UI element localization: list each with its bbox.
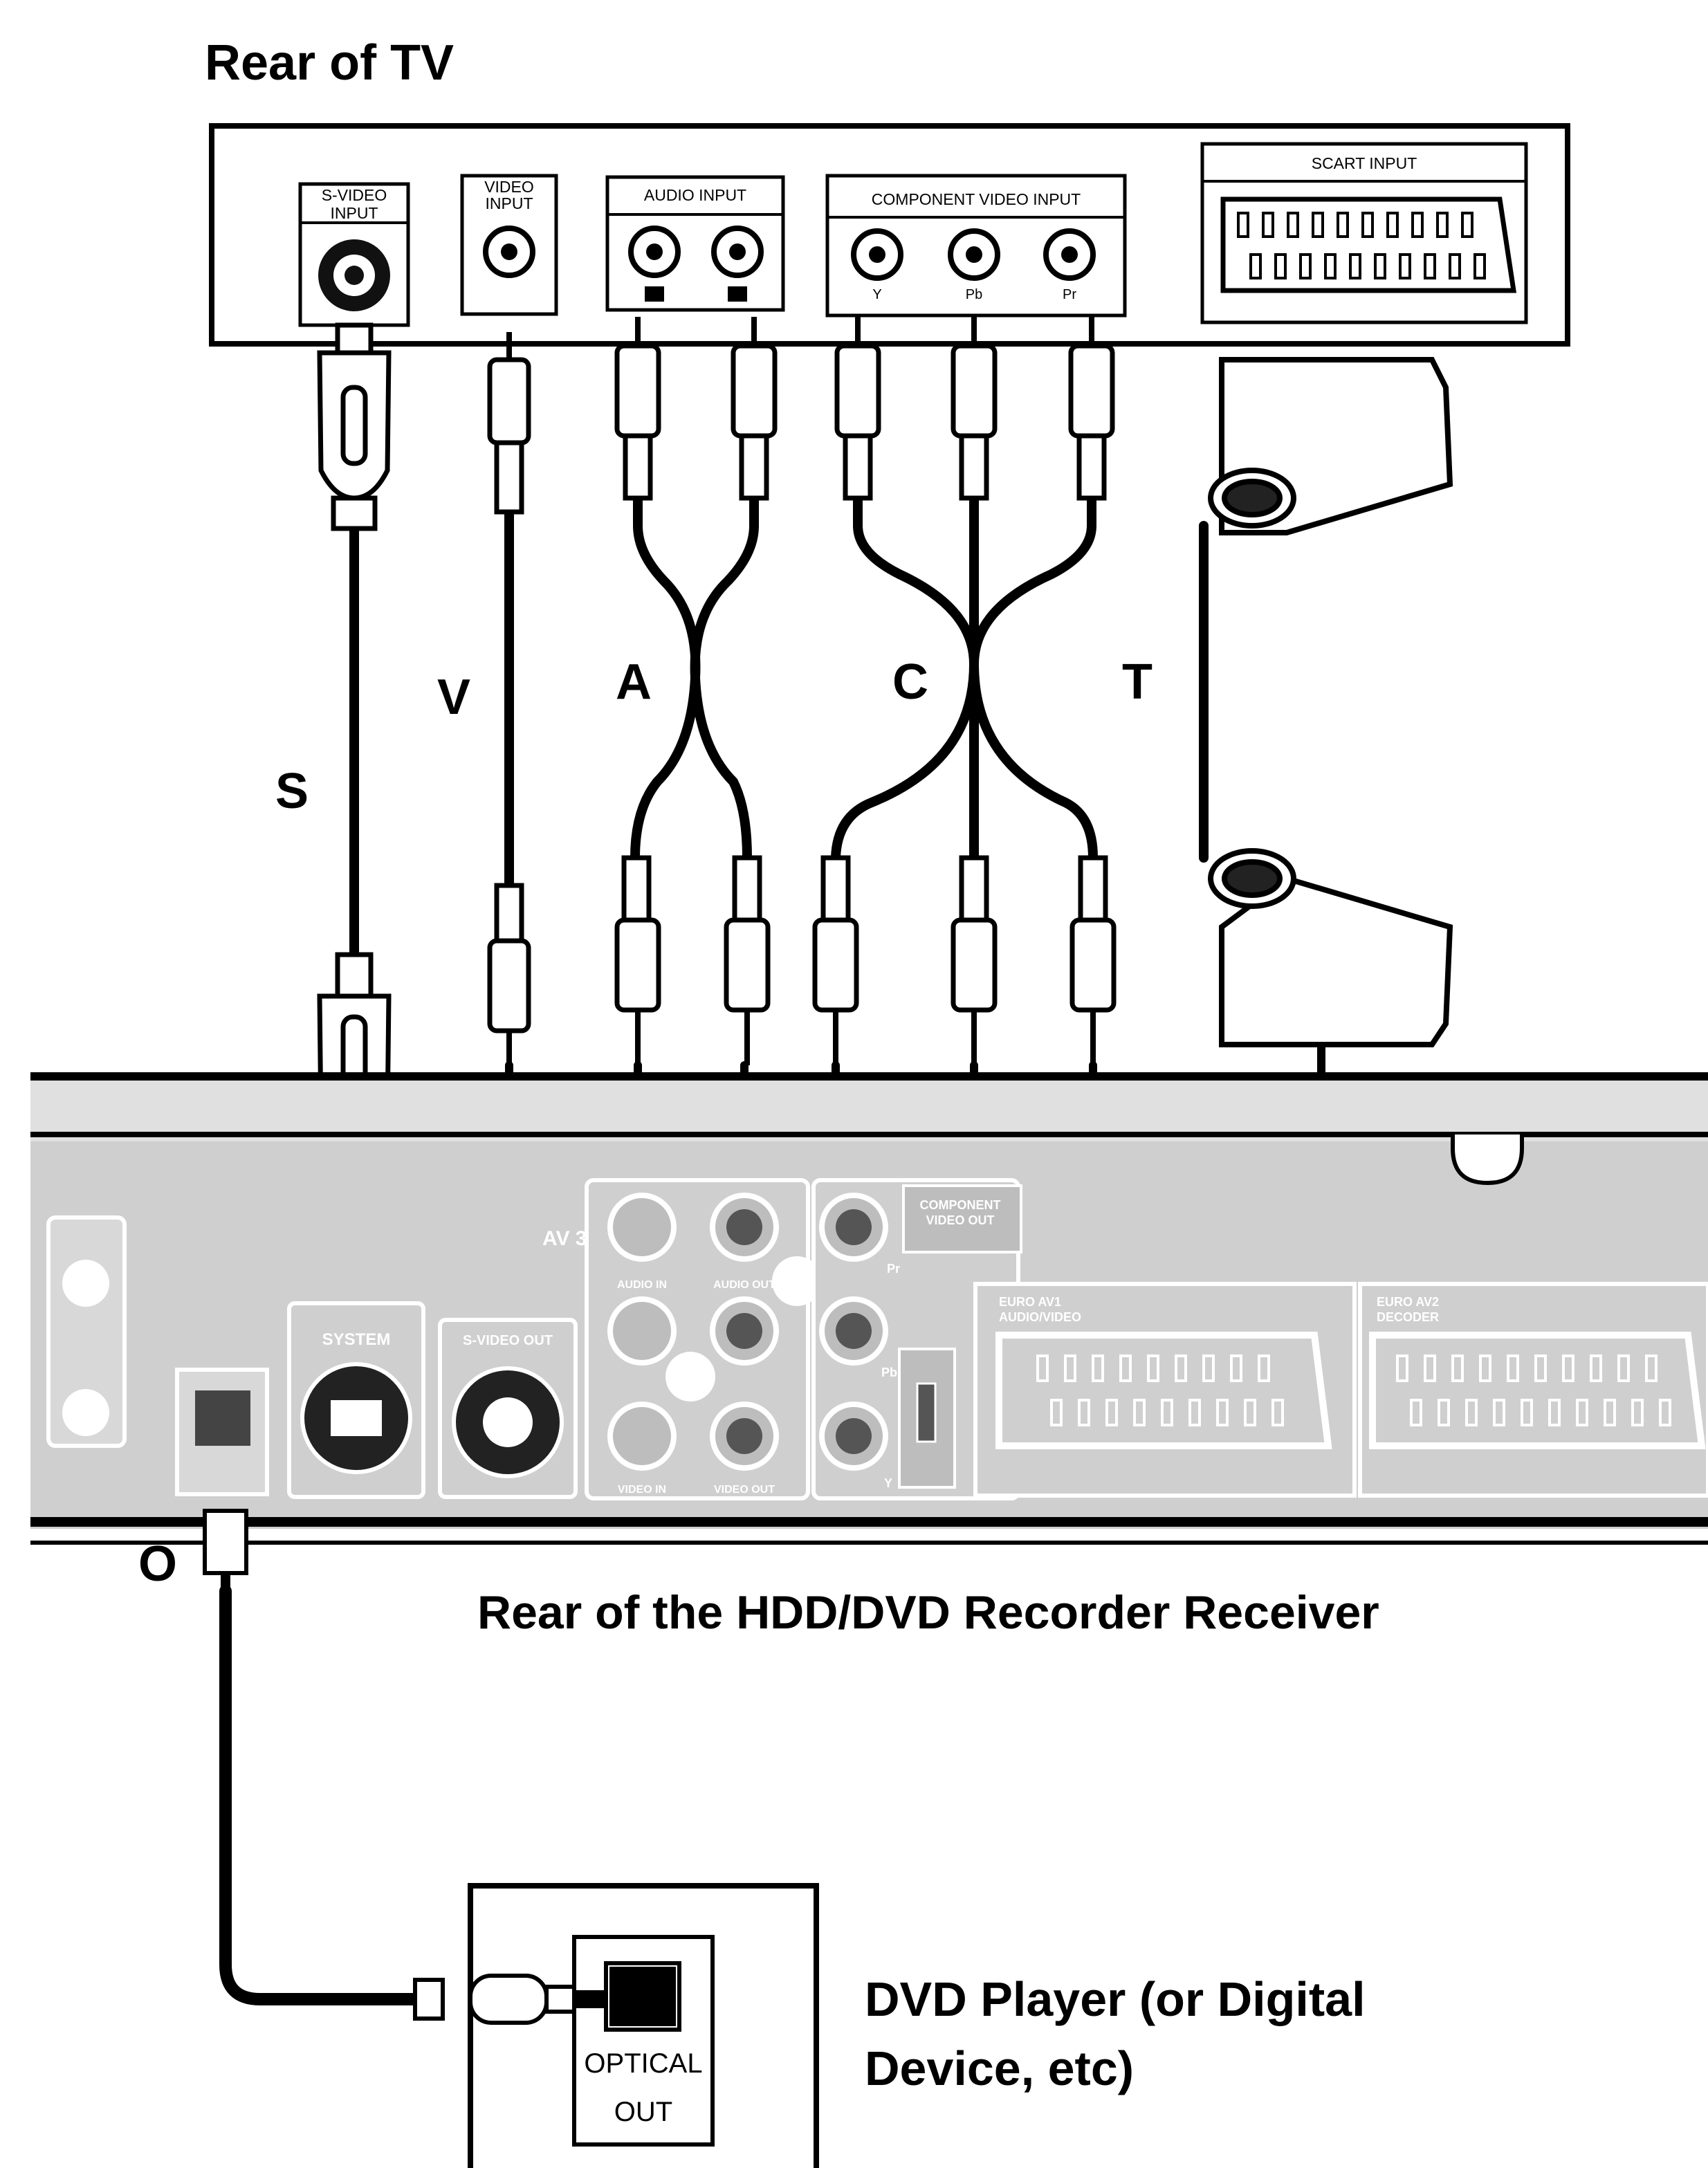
dvd-player-title-line2: Device, etc) [865, 2041, 1135, 2095]
rec-pr-label: Pr [887, 1262, 900, 1276]
rec-euro1-label2: AUDIO/VIDEO [999, 1310, 1081, 1324]
rca-plug-pins [506, 317, 1096, 1065]
tv-component-label: COMPONENT VIDEO INPUT [872, 190, 1081, 208]
tv-rear-title: Rear of TV [205, 35, 454, 91]
rec-av3-label: AV 3 [542, 1227, 587, 1250]
cable-label-s: S [275, 764, 309, 819]
cable-c-left [831, 493, 980, 863]
cable-label-v: V [437, 670, 471, 725]
rec-svideo-label: S-VIDEO OUT [463, 1333, 553, 1348]
tv-svideo-input: S-VIDEO INPUT [298, 182, 410, 327]
rca-plugs [487, 343, 1117, 1034]
cable-label-o: O [138, 1536, 178, 1592]
tv-comp-pb: Pb [966, 287, 982, 302]
player-optical-label2: OUT [614, 2097, 672, 2127]
tv-svideo-label2: INPUT [331, 204, 378, 222]
tv-comp-pr: Pr [1063, 287, 1076, 302]
tv-audio-label: AUDIO INPUT [644, 186, 746, 204]
tv-rear-panel: S-VIDEO INPUT VIDEO INPUT AUDIO INPUT [209, 123, 1570, 347]
rec-euro2-label2: DECODER [1377, 1310, 1439, 1324]
recorder-rear-title: Rear of the HDD/DVD Recorder Receiver [477, 1586, 1379, 1639]
rec-euro2-label1: EURO AV2 [1377, 1295, 1439, 1309]
cable-label-a: A [616, 654, 652, 710]
cable-a-left [630, 493, 701, 863]
tv-scart-label: SCART INPUT [1312, 154, 1417, 172]
tv-video-label1: VIDEO [484, 178, 534, 196]
recorder-rear-panel: SYSTEM S-VIDEO OUT AV 3 AUDIO IN AUDIO O… [30, 1072, 1708, 1545]
tv-audio-input: AUDIO INPUT [605, 175, 785, 312]
rec-component-label1: COMPONENT [920, 1198, 1001, 1212]
tv-video-input: VIDEO INPUT [460, 174, 558, 316]
tv-video-label2: INPUT [486, 194, 533, 212]
cable-label-c: C [892, 654, 928, 710]
optical-plug-player [413, 1974, 604, 2025]
cable-label-t: T [1122, 654, 1153, 710]
optical-plug-recorder [203, 1509, 248, 1598]
rec-video-in-label: VIDEO IN [618, 1484, 666, 1496]
cable-c-right [968, 493, 1098, 863]
rec-y-label: Y [884, 1476, 892, 1490]
tv-comp-y: Y [872, 287, 881, 302]
scart-plugs [1208, 357, 1453, 1047]
rec-component-label2: VIDEO OUT [926, 1213, 994, 1227]
rec-euro1-label1: EURO AV1 [999, 1295, 1061, 1309]
tv-component-input: COMPONENT VIDEO INPUT Y Pb Pr [825, 174, 1127, 318]
tv-scart-input: SCART INPUT [1200, 142, 1528, 324]
dvd-player-title-line1: DVD Player (or Digital [865, 1972, 1366, 2026]
rec-system-label: SYSTEM [322, 1330, 391, 1349]
rec-pb-label: Pb [881, 1366, 897, 1379]
rec-audio-in-label: AUDIO IN [617, 1279, 667, 1291]
dvd-player-box: OPTICAL OUT [468, 1883, 819, 2168]
rec-video-out-label: VIDEO OUT [714, 1484, 775, 1496]
player-optical-label1: OPTICAL [584, 2048, 702, 2079]
cable-a-right [690, 493, 759, 863]
cable-o [219, 1585, 428, 2005]
tv-svideo-label1: S-VIDEO [322, 186, 387, 204]
rec-audio-out-label: AUDIO OUT [713, 1279, 775, 1291]
